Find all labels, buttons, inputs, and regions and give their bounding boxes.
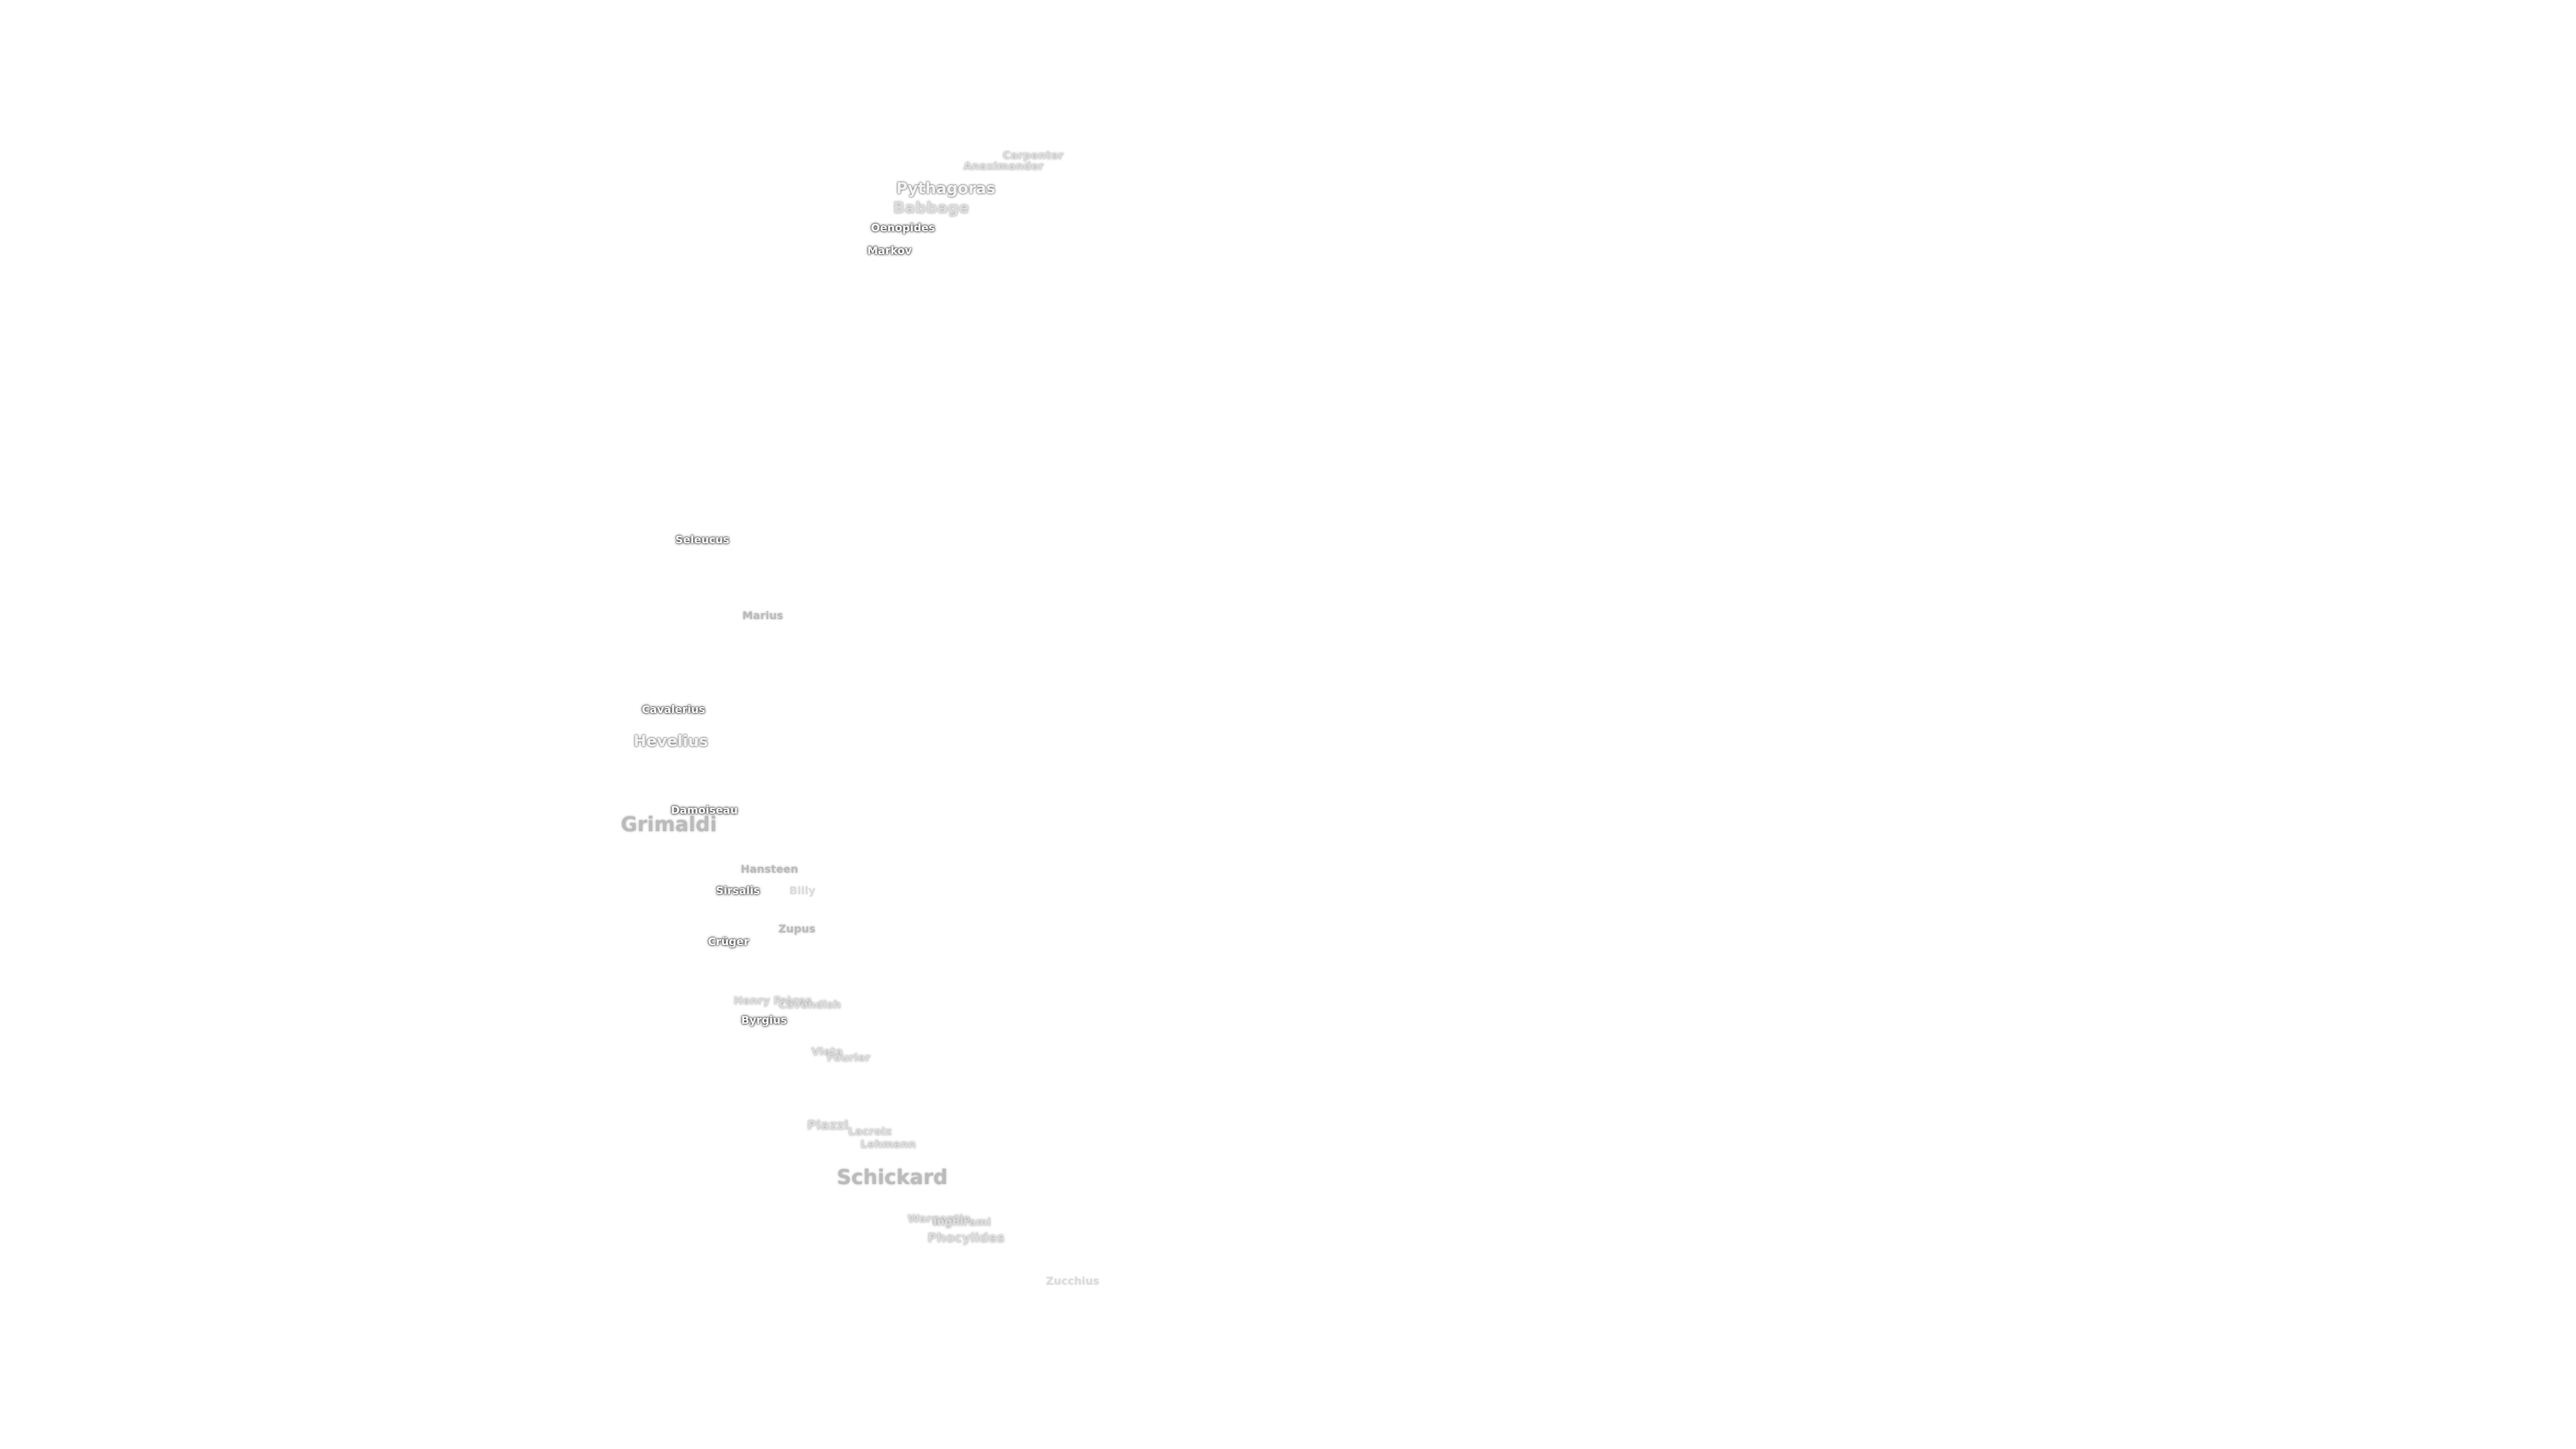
crater-label-grimaldi[interactable]: Grimaldi [621, 813, 717, 837]
crater-label-zupus[interactable]: Zupus [778, 922, 816, 935]
crater-label-anaximander[interactable]: Anaximander [963, 160, 1044, 172]
crater-label-piazzi[interactable]: Piazzi [807, 1118, 849, 1133]
crater-label-carpenter[interactable]: Carpenter [1002, 149, 1064, 162]
crater-label-seleucus[interactable]: Seleucus [675, 533, 730, 546]
crater-label-zucchius[interactable]: Zucchius [1046, 1275, 1099, 1287]
crater-label-pythagoras[interactable]: Pythagoras [896, 180, 996, 198]
crater-label-marius[interactable]: Marius [742, 609, 784, 622]
crater-label-cavendish[interactable]: Cavendish [778, 998, 841, 1011]
crater-label-billy[interactable]: Billy [789, 884, 816, 897]
crater-label-byrgius[interactable]: Byrgius [741, 1014, 788, 1026]
crater-label-henry-freres[interactable]: Henry Frères [733, 994, 812, 1007]
crater-label-damoiseau[interactable]: Damoiseau [671, 804, 738, 816]
crater-label-lehmann[interactable]: Lehmann [860, 1138, 916, 1150]
crater-label-vieta[interactable]: Vieta [811, 1045, 843, 1058]
crater-label-schickard[interactable]: Schickard [837, 1166, 948, 1189]
crater-label-inghirami[interactable]: Inghirami [932, 1216, 991, 1228]
crater-label-fourier[interactable]: Fourier [826, 1051, 871, 1064]
crater-label-babbage[interactable]: Babbage [893, 199, 969, 217]
crater-label-lacroix[interactable]: Lacroix [848, 1125, 892, 1138]
crater-label-markov[interactable]: Markov [867, 244, 912, 257]
crater-label-hansteen[interactable]: Hansteen [741, 863, 798, 875]
crater-label-hevelius[interactable]: Hevelius [633, 733, 708, 751]
crater-label-cruger[interactable]: Crüger [708, 935, 749, 948]
crater-label-phocylides[interactable]: Phocylides [927, 1230, 1005, 1246]
crater-label-oenopides[interactable]: Oenopides [871, 221, 935, 234]
crater-label-cavalerius[interactable]: Cavalerius [641, 703, 706, 716]
crater-label-wargentin[interactable]: Wargentin [908, 1212, 971, 1225]
crater-label-sirsalis[interactable]: Sirsalis [716, 884, 760, 897]
